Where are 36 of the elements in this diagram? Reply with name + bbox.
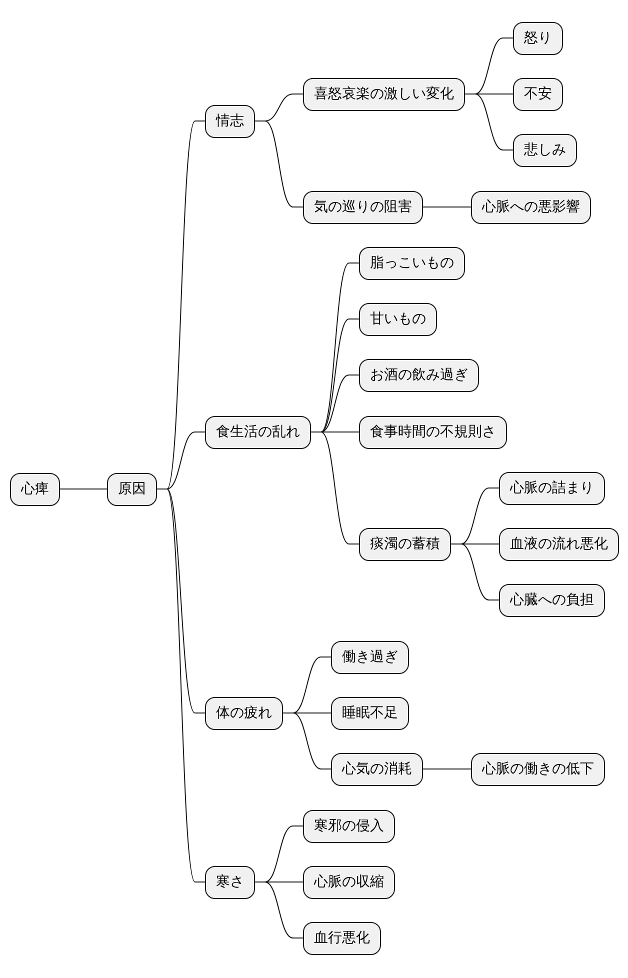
- topic-box: 心脈の詰まり: [499, 472, 605, 504]
- topic-box: 不安: [513, 78, 563, 110]
- connector-line: [282, 712, 332, 770]
- topic-box: 甘いもの: [359, 302, 437, 336]
- topic-box: 心脈の働きの低下: [471, 752, 605, 786]
- topic-box: 寒さ: [205, 866, 255, 898]
- topic-box: 体の疲れ: [205, 696, 283, 730]
- topic-box: 寒邪の侵入: [303, 810, 395, 842]
- topic-box: 心脈の収縮: [303, 866, 395, 898]
- topic-box: 働き過ぎ: [331, 640, 409, 674]
- topic-box: 血液の流れ悪化: [499, 528, 619, 560]
- topic-box: 情志: [205, 104, 255, 138]
- topic-box: 原因: [107, 472, 157, 506]
- connector-line: [254, 882, 304, 938]
- topic-box: お酒の飲み過ぎ: [359, 358, 479, 392]
- connector-line: [310, 432, 360, 544]
- topic-box: 心気の消耗: [331, 752, 423, 786]
- connector-line: [422, 768, 472, 770]
- topic-box: 食生活の乱れ: [205, 416, 311, 448]
- topic-box: 喜怒哀楽の激しい変化: [303, 78, 465, 110]
- connector-line: [254, 120, 304, 208]
- connector-line: [60, 488, 108, 490]
- connector-line: [450, 544, 500, 600]
- topic-box: 心脈への悪影響: [471, 190, 591, 224]
- topic-box: 脂っこいもの: [359, 246, 465, 280]
- topic-box: 食事時間の不規則さ: [359, 416, 507, 448]
- topic-box: 気の巡りの阻害: [303, 190, 423, 224]
- topic-box: 血行悪化: [303, 922, 381, 954]
- connector-line: [464, 94, 514, 150]
- topic-box: 怒り: [513, 22, 563, 54]
- topic-box: 睡眠不足: [331, 696, 409, 730]
- topic-box: 心痺: [10, 472, 60, 506]
- topic-box: 悲しみ: [513, 134, 577, 166]
- topic-box: 心臓への負担: [499, 584, 605, 616]
- topic-box: 痰濁の蓄積: [359, 528, 451, 560]
- connector-line: [422, 206, 472, 208]
